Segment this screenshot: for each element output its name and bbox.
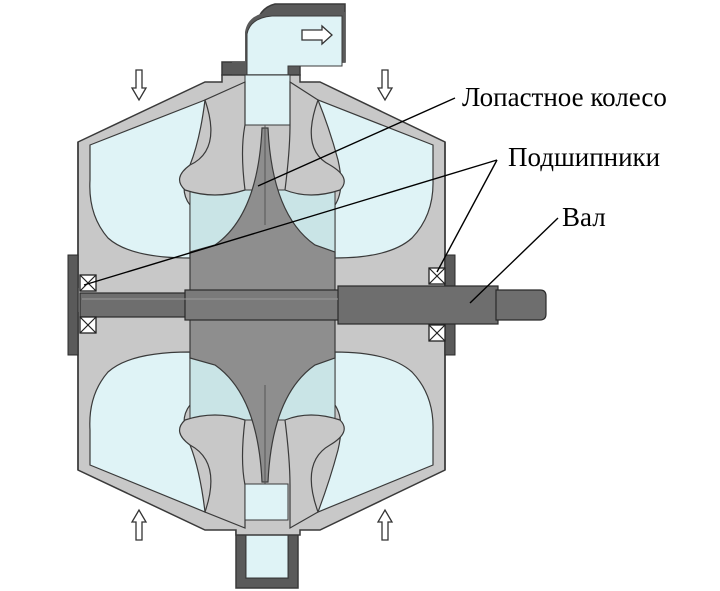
right-bearing-bottom <box>428 324 446 342</box>
shaft <box>79 285 547 325</box>
shaft-leader <box>469 217 559 304</box>
impeller-label: Лопастное колесо <box>462 82 667 112</box>
left-end-plate <box>67 254 79 356</box>
shaft-label: Вал <box>562 202 606 232</box>
bearing-right-leader <box>436 159 498 273</box>
right-bearing-top <box>428 267 446 285</box>
flow-arrows <box>130 69 394 541</box>
top-left-down-arrow <box>130 69 148 102</box>
bearing-left-leader <box>83 159 498 286</box>
outlet-pipe <box>221 3 346 76</box>
impeller-leader <box>257 97 456 187</box>
bearings-label: Подшипники <box>508 142 660 172</box>
outlet-flow-arrow <box>301 24 333 46</box>
leader-lines <box>83 97 559 304</box>
bottom-left-up-arrow <box>130 508 148 541</box>
top-right-down-arrow <box>376 69 394 102</box>
left-bearing-bottom <box>79 316 97 334</box>
left-bearing-top <box>79 274 97 292</box>
bottom-right-up-arrow <box>376 508 394 541</box>
